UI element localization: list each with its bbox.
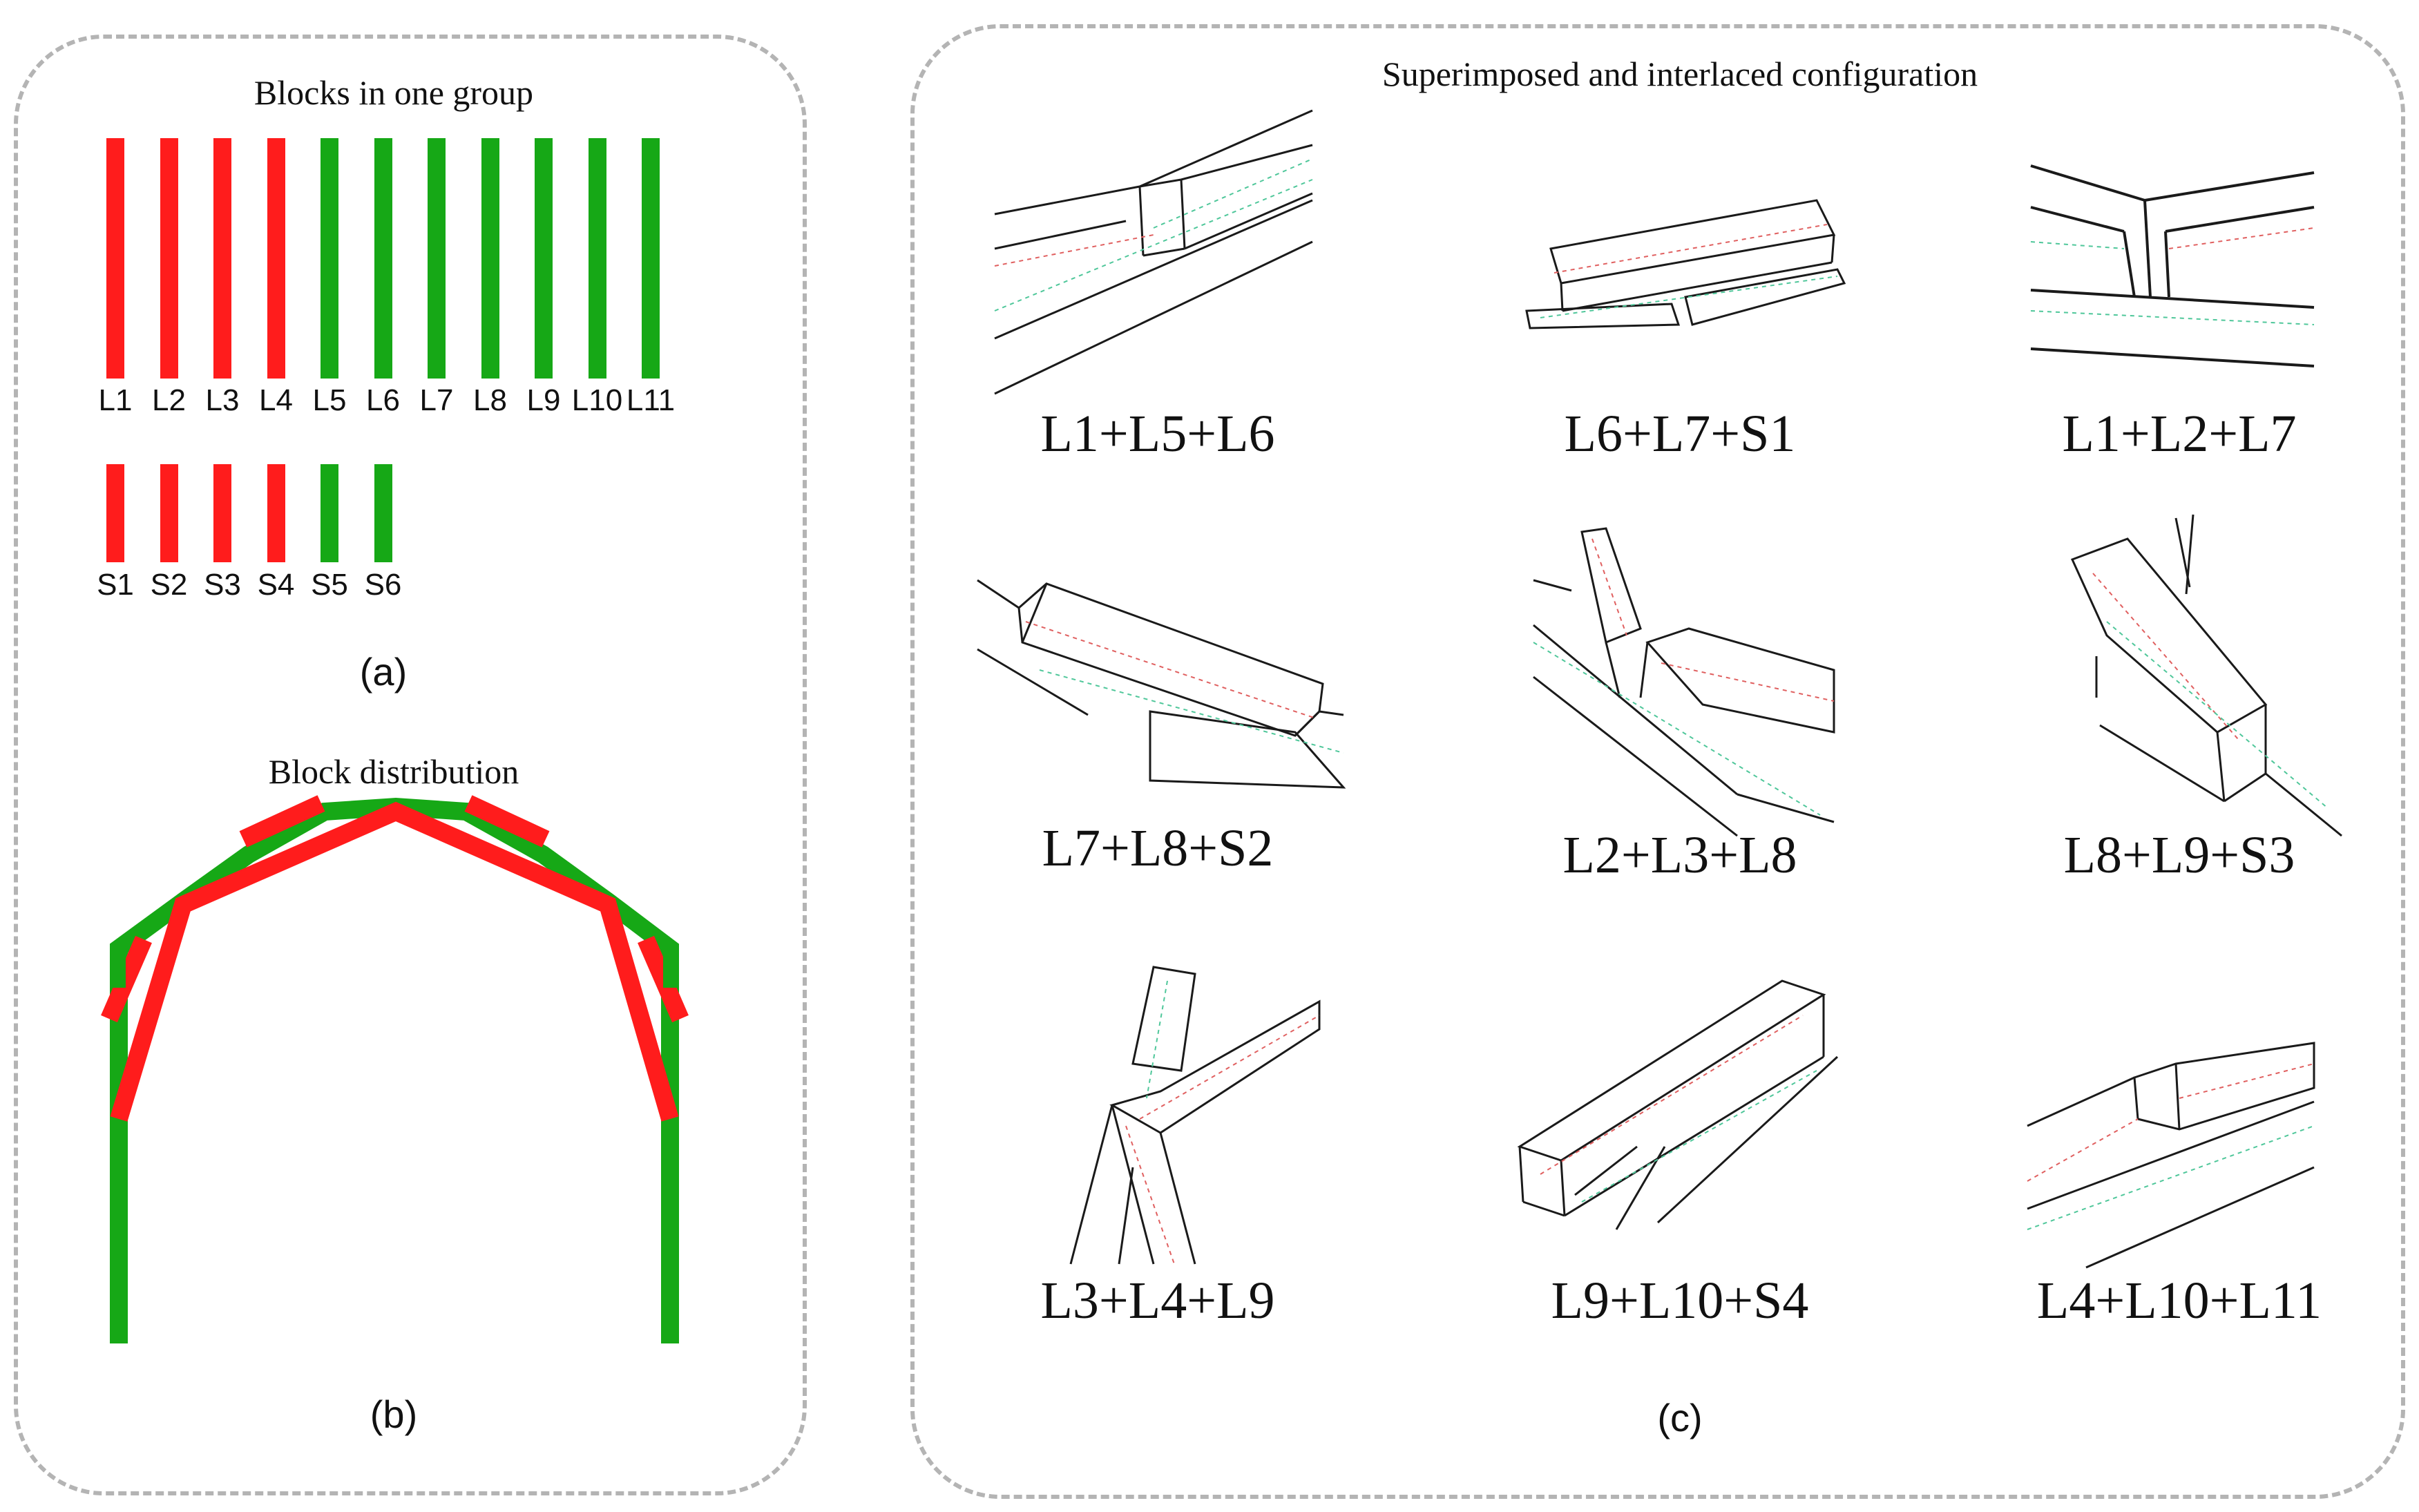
block-bar-l8: [481, 138, 499, 379]
junction-drawing-3: [2030, 164, 2315, 367]
block-bar-s5: [321, 464, 338, 562]
block-label-s4: S4: [257, 568, 295, 602]
block-label-l9: L9: [526, 383, 561, 417]
block-bar-l6: [374, 138, 392, 379]
combination-label-9: L4+L10+L11: [2036, 1272, 2322, 1330]
block-label-l5: L5: [312, 383, 347, 417]
block-bar-s6: [374, 464, 392, 562]
panel-c-caption: (c): [1657, 1396, 1703, 1439]
combination-label-3: L1+L2+L7: [2062, 405, 2297, 463]
block-bar-l11: [642, 138, 660, 379]
junction-drawing-7: [1069, 966, 1321, 1265]
block-bar-s2: [160, 464, 178, 562]
combination-label-6: L8+L9+S3: [2063, 826, 2295, 884]
block-bar-s1: [106, 464, 124, 562]
red-short-left-upper: [239, 795, 325, 848]
junction-drawing-8: [1517, 979, 1839, 1230]
block-label-l6: L6: [366, 383, 400, 417]
panel-c-title: Superimposed and interlaced configuratio…: [1381, 55, 1978, 93]
panel-c-frame: [910, 24, 2405, 1499]
junction-drawing-4: [977, 579, 1346, 789]
block-label-s3: S3: [204, 568, 241, 602]
block-label-s6: S6: [364, 568, 402, 602]
block-label-l2: L2: [152, 383, 186, 417]
combination-label-4: L7+L8+S2: [1042, 819, 1274, 877]
panel-a-caption: (a): [359, 650, 408, 693]
panel-b-caption: (b): [370, 1393, 418, 1436]
block-label-l10: L10: [571, 383, 623, 417]
red-short-left-lower: [101, 935, 152, 1023]
block-label-l3: L3: [205, 383, 240, 417]
block-label-l1: L1: [98, 383, 133, 417]
block-label-l7: L7: [419, 383, 454, 417]
red-block-path: [110, 801, 679, 1122]
combination-label-1: L1+L5+L6: [1040, 405, 1275, 463]
block-bar-l1: [106, 138, 124, 379]
red-short-right-upper: [464, 795, 550, 848]
block-label-s5: S5: [311, 568, 348, 602]
block-bar-l4: [267, 138, 285, 379]
junction-drawing-1: [994, 109, 1313, 395]
combination-label-8: L9+L10+S4: [1551, 1272, 1809, 1330]
junction-drawing-2: [1525, 199, 1846, 329]
block-bar-s4: [267, 464, 285, 562]
block-distribution-diagram: [101, 795, 689, 1343]
block-label-l11: L11: [626, 383, 676, 417]
panel-a-title: Blocks in one group: [254, 73, 534, 112]
block-bar-l5: [321, 138, 338, 379]
junction-drawing-9: [2027, 1042, 2315, 1269]
block-label-s1: S1: [97, 568, 134, 602]
panel-b-title: Block distribution: [268, 752, 519, 791]
block-label-s2: S2: [150, 568, 188, 602]
combination-label-5: L2+L3+L8: [1562, 826, 1797, 884]
block-bar-l9: [535, 138, 553, 379]
panel-a-b-frame: [14, 35, 807, 1495]
junction-drawing-6: [2070, 514, 2342, 837]
block-label-l8: L8: [473, 383, 507, 417]
block-bar-l2: [160, 138, 178, 379]
junction-drawing-5: [1533, 527, 1835, 837]
combination-label-2: L6+L7+S1: [1564, 405, 1796, 463]
block-bar-l10: [588, 138, 606, 379]
block-bar-l3: [213, 138, 231, 379]
block-bar-s3: [213, 464, 231, 562]
block-label-l4: L4: [259, 383, 293, 417]
block-bar-l7: [428, 138, 446, 379]
combination-label-7: L3+L4+L9: [1040, 1272, 1275, 1330]
